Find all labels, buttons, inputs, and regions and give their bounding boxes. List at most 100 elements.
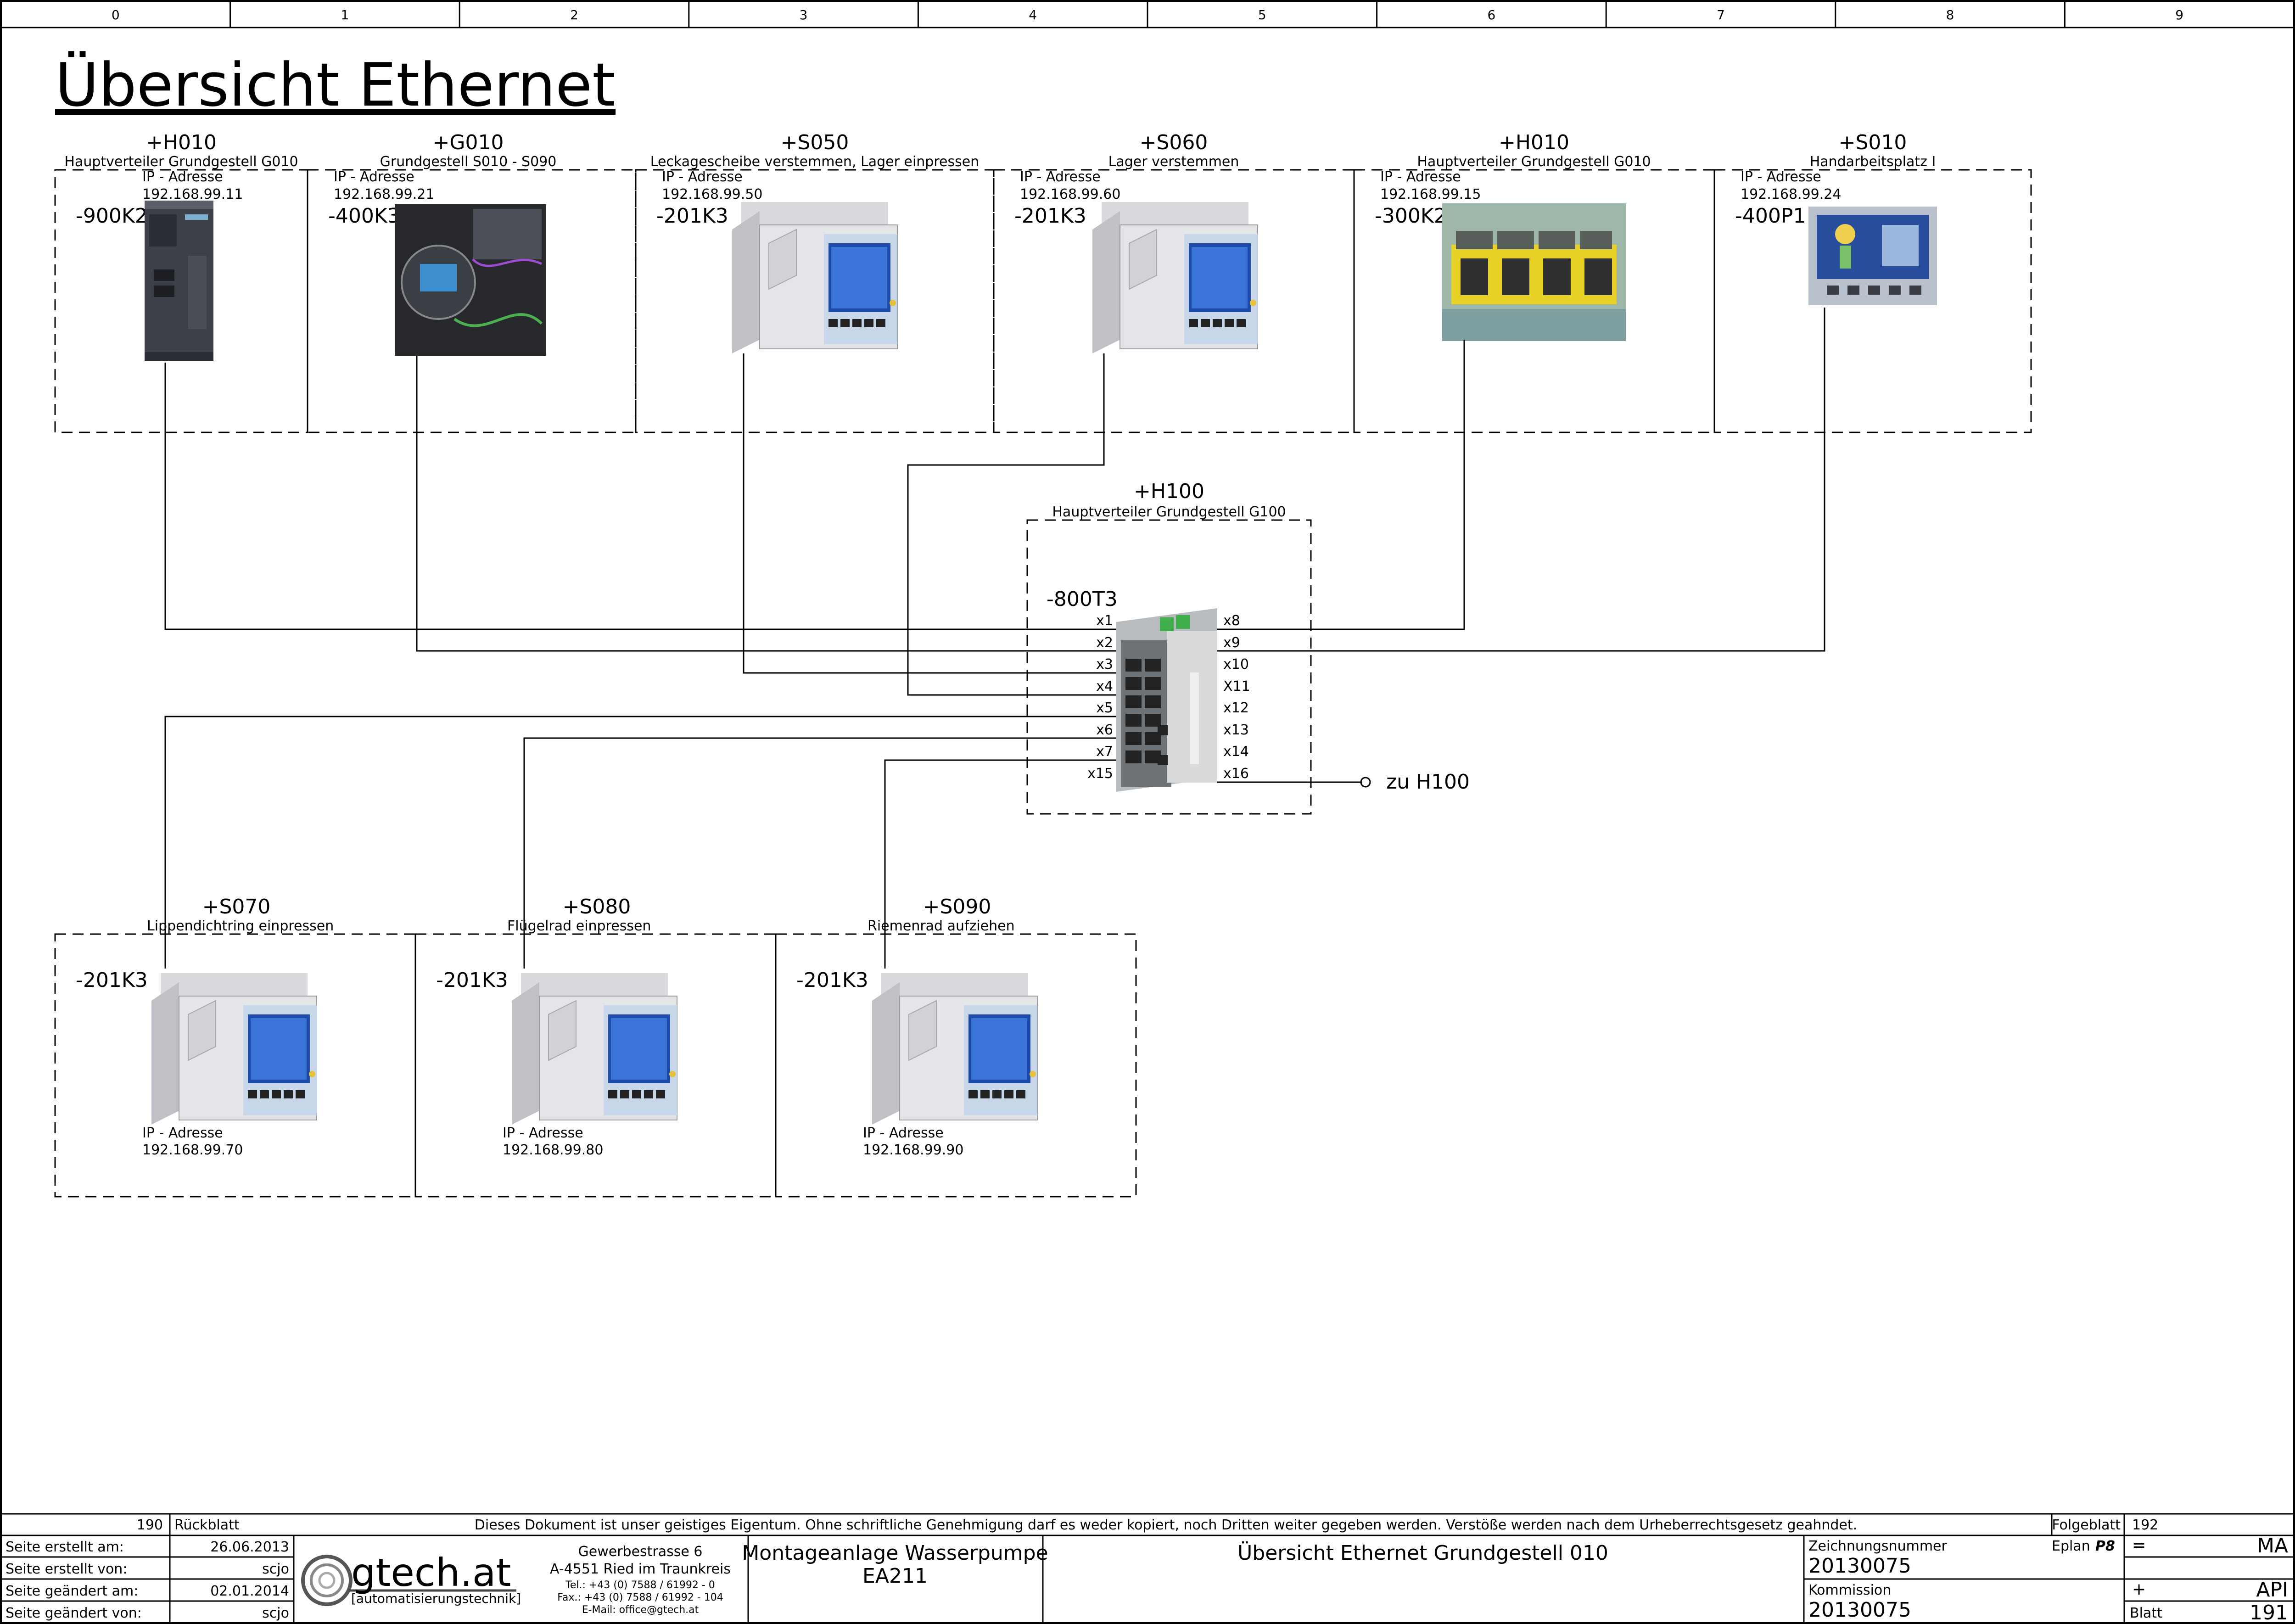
ip-address: 192.168.99.24	[1741, 186, 1841, 202]
location-description: Handarbeitsplatz I	[1810, 154, 1936, 170]
ip-label: IP - Adresse	[334, 169, 414, 185]
prev-page-number: 190	[137, 1517, 163, 1533]
equals-sign: =	[2132, 1536, 2146, 1555]
ip-label: IP - Adresse	[662, 169, 743, 185]
pilz-safety-plc-image	[1442, 203, 1626, 341]
switch-port-label: x6	[1096, 722, 1113, 738]
bottom-group-frames	[54, 933, 1137, 1198]
device-tag: -300K2	[1375, 204, 1447, 228]
press-controller-image	[732, 202, 898, 354]
ip-label: IP - Adresse	[142, 1125, 223, 1141]
drawing-number: 20130075	[1808, 1554, 1911, 1578]
press-controller-image	[511, 973, 677, 1125]
column-label: 9	[2175, 7, 2183, 22]
location-tag: +H010	[146, 131, 217, 154]
next-page-number: 192	[2132, 1517, 2158, 1533]
location-tag: +S070	[202, 895, 271, 918]
switch-port-label: x16	[1223, 766, 1249, 782]
device-tag: -201K3	[796, 969, 868, 992]
changed-on-value: 02.01.2014	[210, 1583, 289, 1599]
switch-port-label: x15	[1087, 766, 1113, 782]
eplan-version: P8	[2095, 1538, 2115, 1554]
commission-label: Kommission	[1808, 1582, 1891, 1598]
commission-number: 20130075	[1808, 1598, 1911, 1622]
switch-group-frame	[1026, 519, 1312, 815]
press-controller-image	[151, 973, 317, 1125]
changed-on-label: Seite geändert am:	[6, 1583, 138, 1599]
column-label: 1	[341, 7, 349, 22]
location-description: Lager verstemmen	[1108, 154, 1239, 170]
sheet-label: Blatt	[2130, 1605, 2162, 1621]
switch-port-label: x12	[1223, 700, 1249, 716]
prev-page-label: Rückblatt	[174, 1517, 240, 1533]
location-tag: +G010	[433, 131, 504, 154]
created-on-value: 26.06.2013	[210, 1539, 289, 1555]
ip-address: 192.168.99.60	[1020, 186, 1120, 202]
changed-by-value: scjo	[262, 1605, 289, 1621]
ip-address: 192.168.99.80	[503, 1142, 603, 1158]
project-name-line-1: Montageanlage Wasserpumpe	[742, 1541, 1048, 1565]
ip-label: IP - Adresse	[142, 169, 223, 185]
device-tag: -201K3	[1014, 204, 1086, 228]
equals-value: MA	[2257, 1534, 2288, 1557]
location-description: Flügelrad einpressen	[507, 918, 651, 934]
ip-label: IP - Adresse	[1741, 169, 1821, 185]
switch-port-label: x9	[1223, 635, 1240, 651]
location-tag: +S010	[1839, 131, 1907, 154]
switch-port-label: x4	[1096, 678, 1113, 694]
switch-port-label: x1	[1096, 613, 1113, 629]
ethernet-switch-image	[1116, 608, 1217, 792]
device-tag: -201K3	[656, 204, 728, 228]
ip-label: IP - Adresse	[863, 1125, 944, 1141]
top-group-frames	[54, 169, 2032, 433]
column-label: 4	[1029, 7, 1037, 22]
location-description: Grundgestell S010 - S090	[380, 154, 557, 170]
column-label: 8	[1946, 7, 1954, 22]
location-tag: +H010	[1499, 131, 1569, 154]
page-title: Übersicht Ethernet	[55, 50, 616, 120]
address-line-2: A-4551 Ried im Traunkreis	[550, 1561, 731, 1577]
column-label: 5	[1258, 7, 1266, 22]
plus-sign: +	[2132, 1580, 2146, 1599]
location-tag: +S080	[563, 895, 631, 918]
device-tag: -201K3	[76, 969, 148, 992]
project-name-line-2: EA211	[862, 1564, 928, 1588]
switch-port-label: x14	[1223, 744, 1249, 760]
plus-value: API	[2256, 1578, 2288, 1602]
created-by-label: Seite erstellt von:	[6, 1561, 127, 1577]
ip-label: IP - Adresse	[503, 1125, 583, 1141]
mobile-panel-image	[395, 204, 546, 356]
location-tag: +S090	[923, 895, 991, 918]
column-label: 7	[1717, 7, 1725, 22]
switch-location: +H100	[1134, 480, 1204, 503]
external-target-label: zu H100	[1386, 770, 1470, 794]
location-description: Leckagescheibe verstemmen, Lager einpres…	[650, 154, 979, 170]
press-controller-image	[1092, 202, 1258, 354]
switch-port-label: x3	[1096, 656, 1113, 672]
company-subtitle: [automatisierungstechnik]	[351, 1591, 521, 1606]
drawing-number-label: Zeichnungsnummer	[1808, 1538, 1947, 1554]
phone-number: Tel.: +43 (0) 7588 / 61992 - 0	[565, 1579, 715, 1591]
ip-address: 192.168.99.15	[1380, 186, 1481, 202]
switch-port-label: x8	[1223, 613, 1240, 629]
location-description: Lippendichtring einpressen	[147, 918, 334, 934]
address-line-1: Gewerbestrasse 6	[578, 1544, 703, 1560]
switch-port-label: x13	[1223, 722, 1249, 738]
location-description: Hauptverteiler Grundgestell G010	[1417, 154, 1651, 170]
ip-address: 192.168.99.70	[142, 1142, 243, 1158]
switch-description: Hauptverteiler Grundgestell G100	[1052, 504, 1286, 520]
sheet-number: 191	[2250, 1601, 2288, 1624]
switch-port-label: X11	[1223, 678, 1250, 694]
hmi-touch-panel-image	[1808, 207, 1937, 305]
fax-number: Fax.: +43 (0) 7588 / 61992 - 104	[557, 1592, 723, 1603]
ip-address: 192.168.99.11	[142, 186, 243, 202]
switch-port-label: x2	[1096, 635, 1113, 651]
device-tag: -400P1	[1735, 204, 1806, 228]
switch-port-label: x10	[1223, 656, 1249, 672]
location-description: Riemenrad aufziehen	[868, 918, 1015, 934]
company-name: gtech.at	[351, 1550, 511, 1595]
